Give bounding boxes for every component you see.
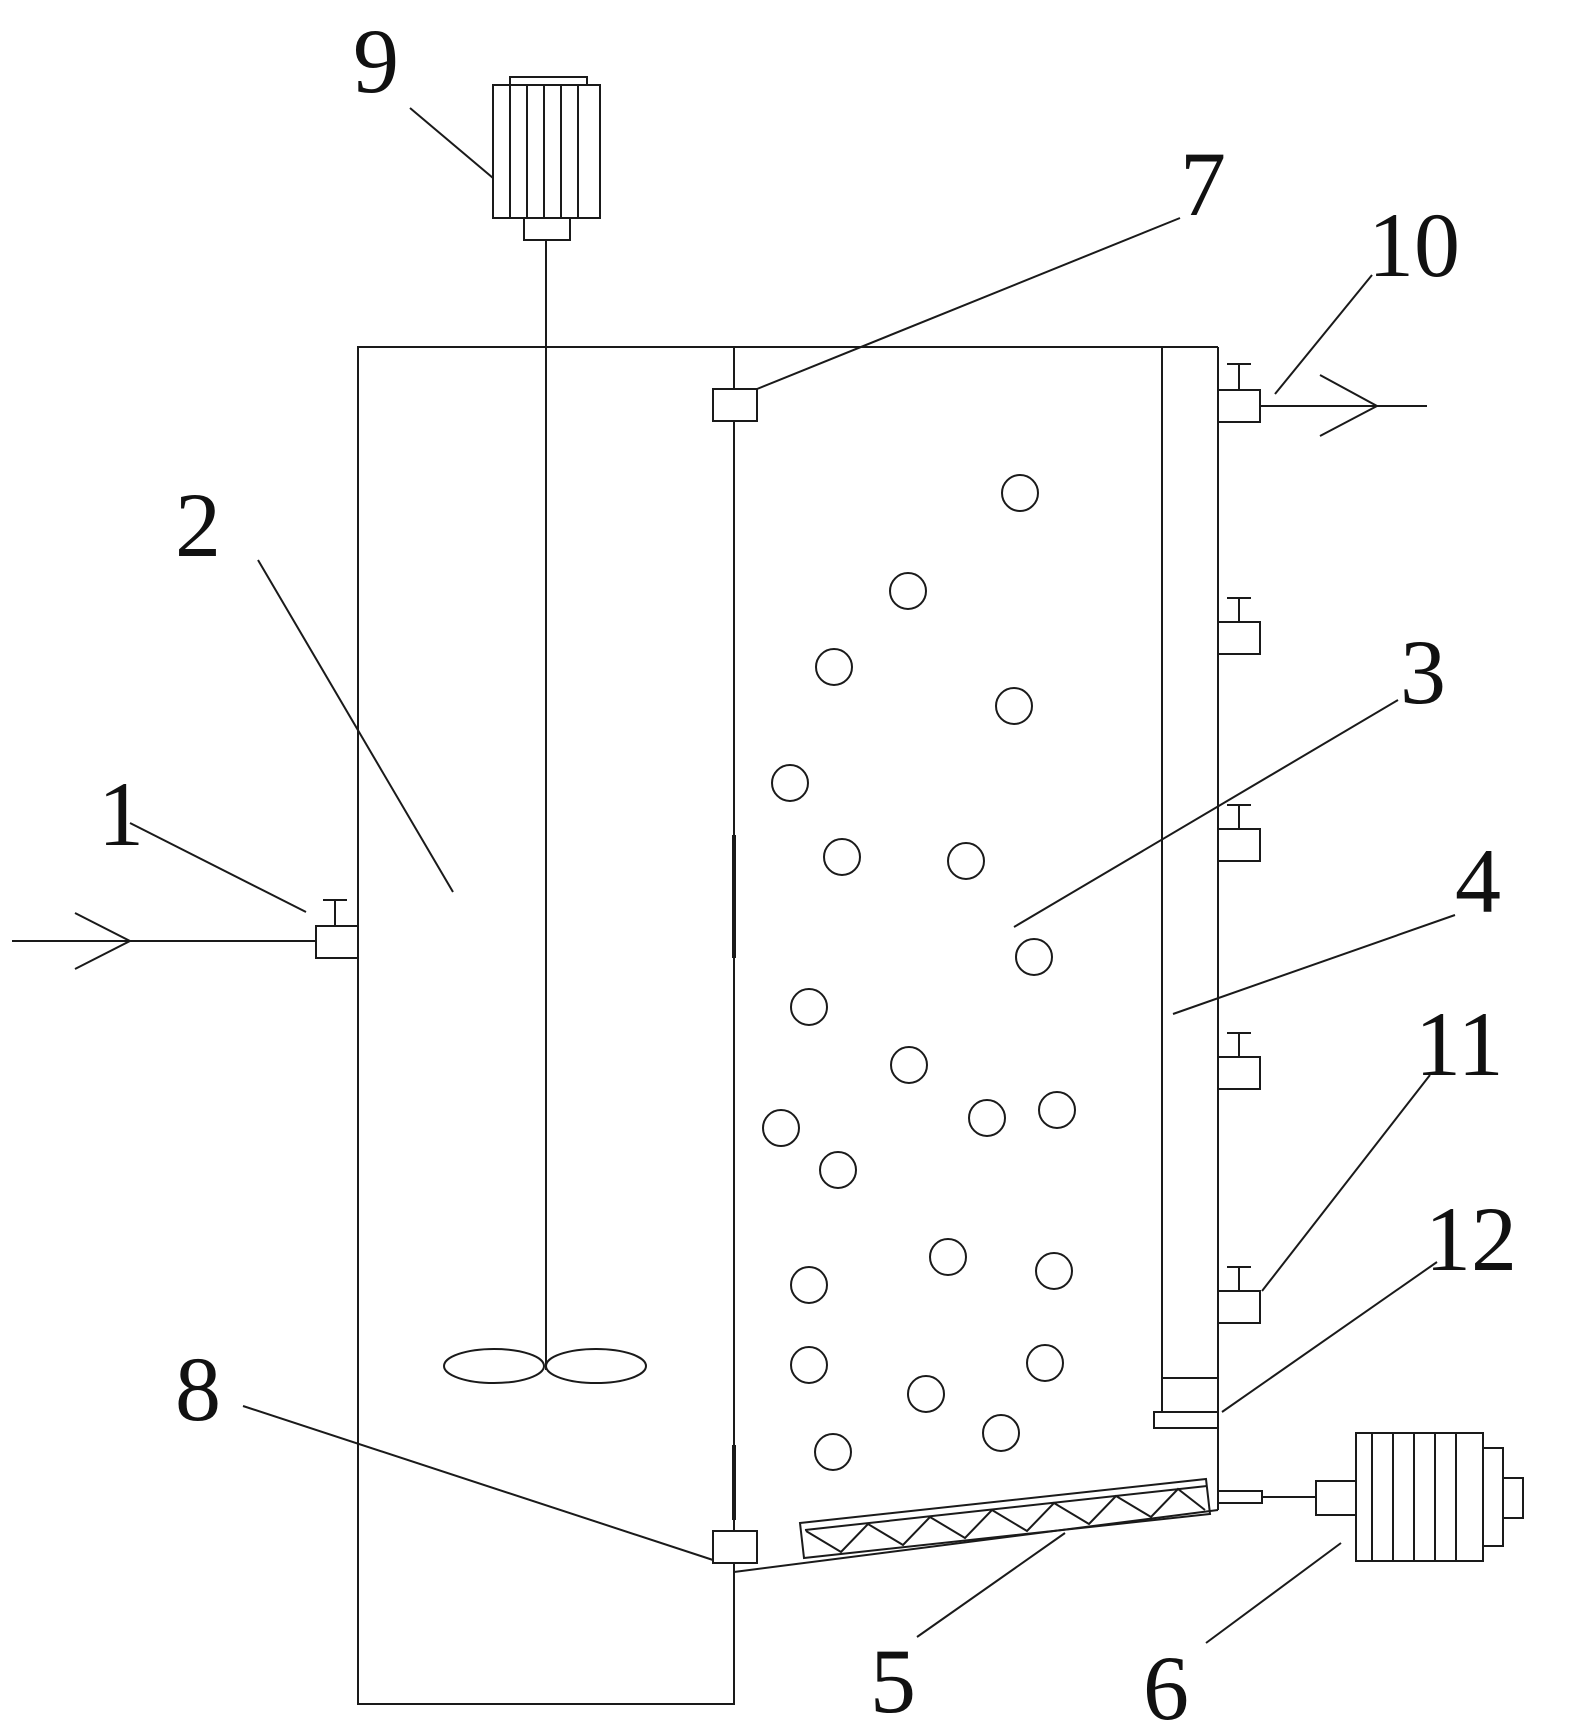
sensor-top bbox=[712, 388, 758, 422]
impeller-blade-right bbox=[545, 1348, 647, 1384]
conveyor-trough bbox=[798, 1477, 1212, 1560]
inlet bbox=[12, 899, 359, 970]
part-labels: 1 2 3 4 5 6 7 8 9 10 11 12 bbox=[98, 10, 1517, 1727]
leader-9 bbox=[409, 107, 494, 179]
drive-shaft bbox=[1217, 1490, 1263, 1504]
leader-10 bbox=[1274, 274, 1373, 395]
baffle-bottom-block bbox=[1161, 1377, 1219, 1413]
sensor-bottom bbox=[712, 1530, 758, 1564]
leader-1 bbox=[129, 822, 307, 913]
leader-6 bbox=[1205, 1542, 1342, 1644]
label-12: 12 bbox=[1425, 1188, 1517, 1290]
media-ball bbox=[1038, 1091, 1076, 1129]
media-ball bbox=[1001, 474, 1039, 512]
label-6: 6 bbox=[1143, 1637, 1189, 1727]
drive-motor-body bbox=[1355, 1432, 1484, 1562]
media-ball bbox=[890, 1046, 928, 1084]
media-ball bbox=[771, 764, 809, 802]
sampling-valve bbox=[1217, 828, 1261, 862]
media-ball bbox=[790, 1266, 828, 1304]
drive-motor-flange bbox=[1315, 1480, 1357, 1516]
media-ball bbox=[762, 1109, 800, 1147]
outlet-arrow bbox=[1319, 374, 1380, 437]
sampling-valve bbox=[1217, 1290, 1261, 1324]
media-ball bbox=[947, 842, 985, 880]
leader-8 bbox=[242, 1405, 714, 1561]
conveyor-inner-line bbox=[804, 1485, 1208, 1531]
leader-11 bbox=[1261, 1074, 1431, 1292]
label-5: 5 bbox=[870, 1630, 916, 1727]
media-ball bbox=[790, 1346, 828, 1384]
inlet-arrow bbox=[74, 912, 133, 970]
drive-motor-end bbox=[1502, 1477, 1524, 1519]
label-10: 10 bbox=[1368, 194, 1460, 296]
leader-2 bbox=[257, 559, 454, 893]
media-ball bbox=[1015, 938, 1053, 976]
media-ball bbox=[907, 1375, 945, 1413]
label-1: 1 bbox=[98, 763, 144, 865]
packing-media bbox=[762, 474, 1076, 1471]
sampling-valve bbox=[1217, 1056, 1261, 1090]
media-ball bbox=[982, 1414, 1020, 1452]
sloped-bottom bbox=[733, 1509, 1219, 1573]
media-ball bbox=[968, 1099, 1006, 1137]
label-11: 11 bbox=[1415, 993, 1504, 1095]
inlet-valve bbox=[315, 925, 359, 959]
outlet-valve bbox=[1217, 389, 1261, 423]
label-8: 8 bbox=[175, 1338, 221, 1440]
media-ball bbox=[819, 1151, 857, 1189]
media-ball bbox=[995, 687, 1033, 725]
leader-3 bbox=[1013, 699, 1399, 928]
flow-plate bbox=[1153, 1411, 1219, 1429]
motor-cap bbox=[509, 76, 588, 86]
drive-motor-rear bbox=[1482, 1447, 1504, 1547]
media-ball bbox=[790, 988, 828, 1026]
label-2: 2 bbox=[175, 474, 221, 576]
label-9: 9 bbox=[353, 10, 399, 112]
label-3: 3 bbox=[1400, 621, 1446, 723]
media-ball bbox=[929, 1238, 967, 1276]
media-ball bbox=[823, 838, 861, 876]
stirrer-motor bbox=[492, 76, 601, 241]
screw-flight bbox=[805, 1487, 1206, 1554]
label-7: 7 bbox=[1180, 133, 1226, 235]
media-ball bbox=[815, 648, 853, 686]
leader-7 bbox=[756, 217, 1181, 390]
outlet bbox=[1217, 363, 1427, 437]
media-ball bbox=[814, 1433, 852, 1471]
media-ball bbox=[1035, 1252, 1073, 1290]
sampling-valves bbox=[1217, 597, 1261, 1324]
label-4: 4 bbox=[1455, 830, 1501, 932]
media-ball bbox=[889, 572, 927, 610]
stirrer bbox=[443, 240, 647, 1384]
leader-12 bbox=[1221, 1261, 1438, 1413]
leader-5 bbox=[916, 1532, 1066, 1638]
media-ball bbox=[1026, 1344, 1064, 1382]
drive-motor bbox=[1315, 1432, 1524, 1562]
motor-coupling bbox=[523, 217, 571, 241]
sampling-valve bbox=[1217, 621, 1261, 655]
inner-baffle bbox=[1153, 347, 1219, 1429]
leader-4 bbox=[1172, 914, 1456, 1015]
leader-lines bbox=[129, 107, 1456, 1644]
impeller-blade-left bbox=[443, 1348, 545, 1384]
screw-conveyor bbox=[798, 1477, 1316, 1560]
